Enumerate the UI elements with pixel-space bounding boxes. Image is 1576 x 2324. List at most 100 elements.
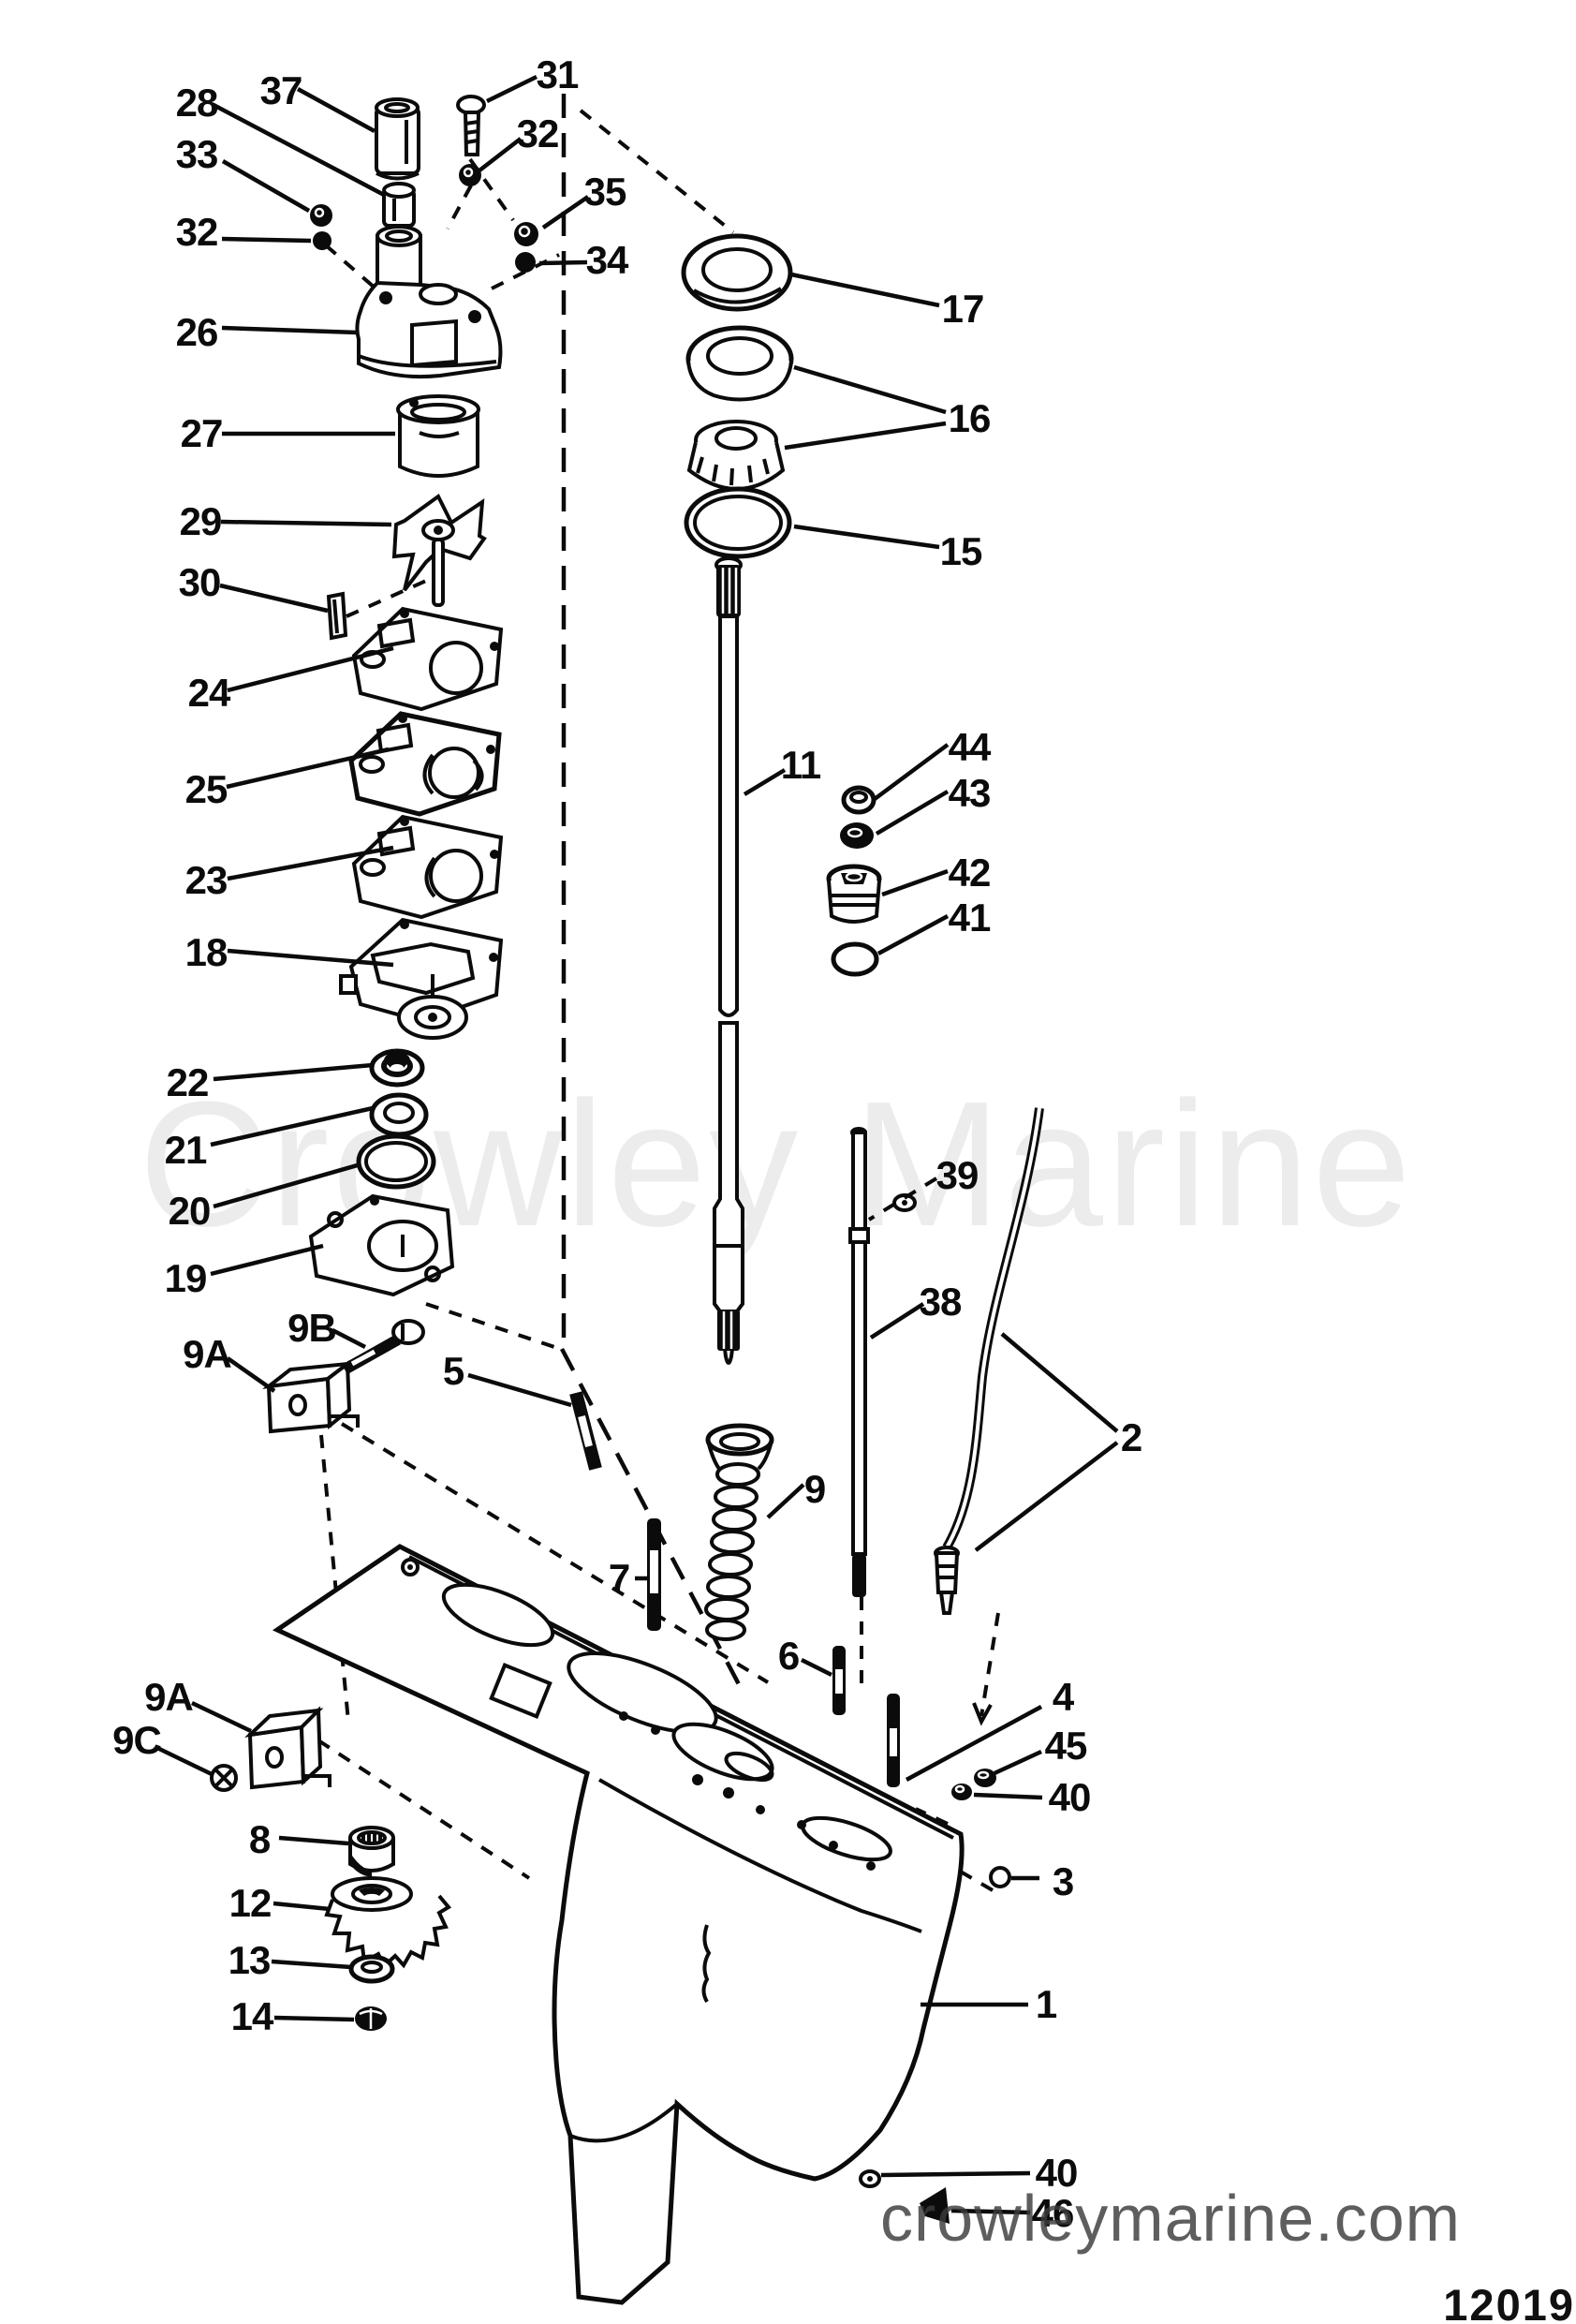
callout-31: 31: [537, 52, 579, 96]
callout-24: 24: [188, 671, 231, 715]
callout-30: 30: [179, 560, 221, 604]
callout-26: 26: [176, 310, 218, 354]
callout-15: 15: [940, 529, 982, 573]
part-14-nut: [355, 2006, 387, 2031]
callout-2: 2: [1121, 1415, 1141, 1459]
part-11-driveshaft: [713, 556, 744, 1365]
part-9-water-tube-guide: [704, 1423, 774, 1641]
part-41-o-ring: [831, 941, 879, 977]
part-15-o-ring: [684, 486, 792, 559]
callout-39: 39: [936, 1153, 979, 1197]
part-9C-screw: [210, 1764, 238, 1792]
part-22-oil-seal: [369, 1048, 425, 1088]
callout-3: 3: [1053, 1859, 1073, 1903]
callout-28: 28: [176, 81, 218, 125]
part-26-water-pump-cover: [355, 225, 503, 379]
callout-34: 34: [586, 238, 629, 282]
part-32-nut-left: [313, 231, 331, 250]
callout-23: 23: [185, 858, 228, 902]
callout-45: 45: [1045, 1724, 1087, 1768]
part-33-nut: [310, 204, 332, 227]
part-29-impeller: [391, 494, 487, 607]
part-43-grommet: [840, 822, 874, 849]
callout-18: 18: [185, 930, 228, 974]
part-8-bearing: [348, 1826, 395, 1877]
part-39-grommet: [892, 1193, 917, 1212]
part-5-stud: [569, 1391, 602, 1471]
part-28-sleeve: [382, 182, 416, 228]
callout-8: 8: [249, 1817, 271, 1861]
part-27-impeller-cup: [396, 394, 480, 478]
callout-41: 41: [949, 896, 991, 940]
callout-4: 4: [1053, 1675, 1075, 1719]
part-23-gasket: [351, 814, 504, 920]
leader-lines: [156, 74, 1119, 2215]
callout-11: 11: [781, 743, 821, 787]
callout-40-lower: 40: [1036, 2151, 1078, 2195]
callout-37: 37: [260, 68, 302, 112]
callout-9B: 9B: [287, 1306, 336, 1350]
part-46-anode-wedge: [920, 2187, 950, 2224]
callout-20: 20: [169, 1189, 211, 1233]
driveshaft-column: [569, 233, 1044, 1787]
callout-38: 38: [920, 1280, 962, 1324]
part-12-pinion-gear: [324, 1876, 452, 1970]
callout-17: 17: [942, 287, 984, 331]
part-9A-anode-lower: [244, 1706, 331, 1790]
callout-19: 19: [165, 1256, 207, 1300]
part-37-sleeve: [375, 97, 420, 181]
callout-43: 43: [949, 771, 991, 815]
part-2-water-tube: [934, 1107, 1044, 1615]
part-32-nut-right: [459, 164, 481, 186]
gear-housing-body: [272, 1544, 965, 2305]
part-44-nut: [841, 785, 876, 815]
part-40-grommet-upper: [951, 1784, 972, 1800]
callout-9A-upper: 9A: [183, 1332, 231, 1376]
callout-9: 9: [804, 1467, 825, 1511]
callout-27: 27: [181, 411, 223, 455]
part-42-fill-plug: [826, 864, 882, 924]
part-7-stud: [647, 1518, 661, 1631]
part-13-washer: [348, 1954, 395, 1984]
part-19-gasket-plate: [308, 1193, 455, 1297]
callout-13: 13: [228, 1938, 271, 1982]
callout-16: 16: [949, 396, 991, 440]
part-21-washer: [369, 1092, 429, 1137]
part-3-plug-hole: [989, 1866, 1011, 1888]
callout-33: 33: [176, 132, 218, 176]
callout-9A-lower: 9A: [144, 1675, 193, 1719]
water-pump-upper-stack: [308, 95, 538, 1297]
part-9A-anode-upper: [262, 1360, 360, 1434]
callout-1: 1: [1036, 1982, 1057, 2026]
callout-32-left: 32: [176, 210, 218, 254]
part-30-impeller-key: [326, 591, 348, 641]
callout-7: 7: [609, 1556, 629, 1600]
callout-21: 21: [165, 1128, 207, 1172]
callout-12: 12: [229, 1881, 272, 1925]
part-31-bolt: [456, 95, 486, 156]
part-4-stud: [887, 1694, 900, 1787]
part-17-bearing-retainer: [681, 233, 793, 312]
callout-6: 6: [778, 1634, 799, 1678]
callout-32-right: 32: [517, 111, 559, 155]
document-number: 12019: [1443, 2280, 1575, 2324]
part-24-gasket: [351, 606, 504, 712]
part-40-grommet-lower: [859, 2169, 881, 2188]
part-38-shift-shaft: [848, 1127, 870, 1597]
assembly-centerlines: [317, 94, 1000, 1892]
part-25-face-plate: [348, 711, 502, 817]
callout-9C: 9C: [112, 1718, 161, 1762]
part-45-grommet: [974, 1769, 996, 1787]
lower-left-parts: [210, 1319, 1011, 2224]
part-35-nut: [514, 222, 538, 246]
callout-29: 29: [180, 499, 222, 543]
watermark-site: crowleymarine.com: [880, 2182, 1461, 2255]
callout-labels: 37 28 33 32 26 31 32 35 34 17 16 15 27 2…: [112, 52, 1142, 2235]
part-6-stud: [832, 1646, 846, 1715]
callout-40-upper: 40: [1049, 1775, 1091, 1819]
callout-44: 44: [949, 725, 992, 769]
part-20-o-ring: [356, 1133, 436, 1190]
callout-42: 42: [949, 851, 991, 895]
